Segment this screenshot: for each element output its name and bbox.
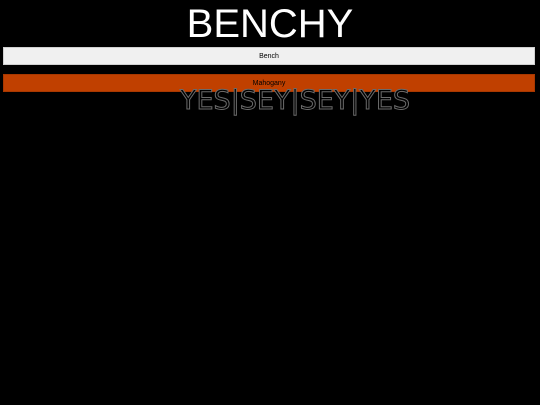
page-title: BENCHY	[186, 2, 354, 46]
mahogany-button[interactable]: Mahogany	[3, 74, 535, 92]
outlined-banner-text: YES|SEY|SEY|YES	[180, 85, 411, 117]
bench-button[interactable]: Bench	[3, 47, 535, 65]
